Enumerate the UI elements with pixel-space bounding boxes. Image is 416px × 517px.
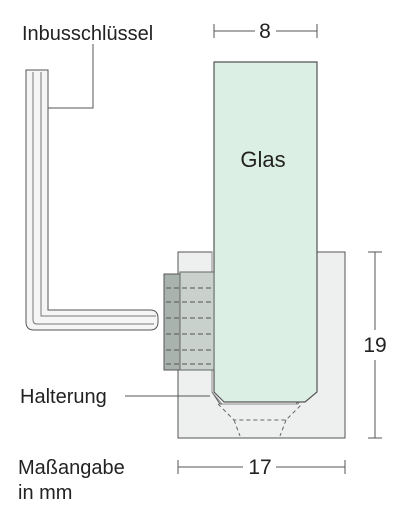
allen-key-edge-2 <box>40 72 156 317</box>
unit-label-line2: in mm <box>18 482 72 504</box>
screw-body <box>179 271 215 371</box>
allen-key-label: Inbusschlüssel <box>22 23 153 45</box>
unit-label-line1: Maßangabe <box>18 457 125 479</box>
allen-key <box>25 69 159 331</box>
dimension-glass-thickness-value: 8 <box>259 20 271 43</box>
dimension-glass-thickness <box>213 24 318 38</box>
dimension-holder-width <box>177 460 346 474</box>
glass-label: Glas <box>240 147 285 172</box>
countersink-hole <box>217 403 303 437</box>
glass-pane <box>213 61 318 403</box>
allen-key-leader <box>48 44 94 109</box>
dimension-holder-width-value: 17 <box>248 456 271 479</box>
holder-label: Halterung <box>20 386 107 408</box>
allen-key-edge-1 <box>32 72 154 325</box>
dimension-holder-height-value: 19 <box>363 334 386 357</box>
dimension-holder-height <box>368 251 382 439</box>
